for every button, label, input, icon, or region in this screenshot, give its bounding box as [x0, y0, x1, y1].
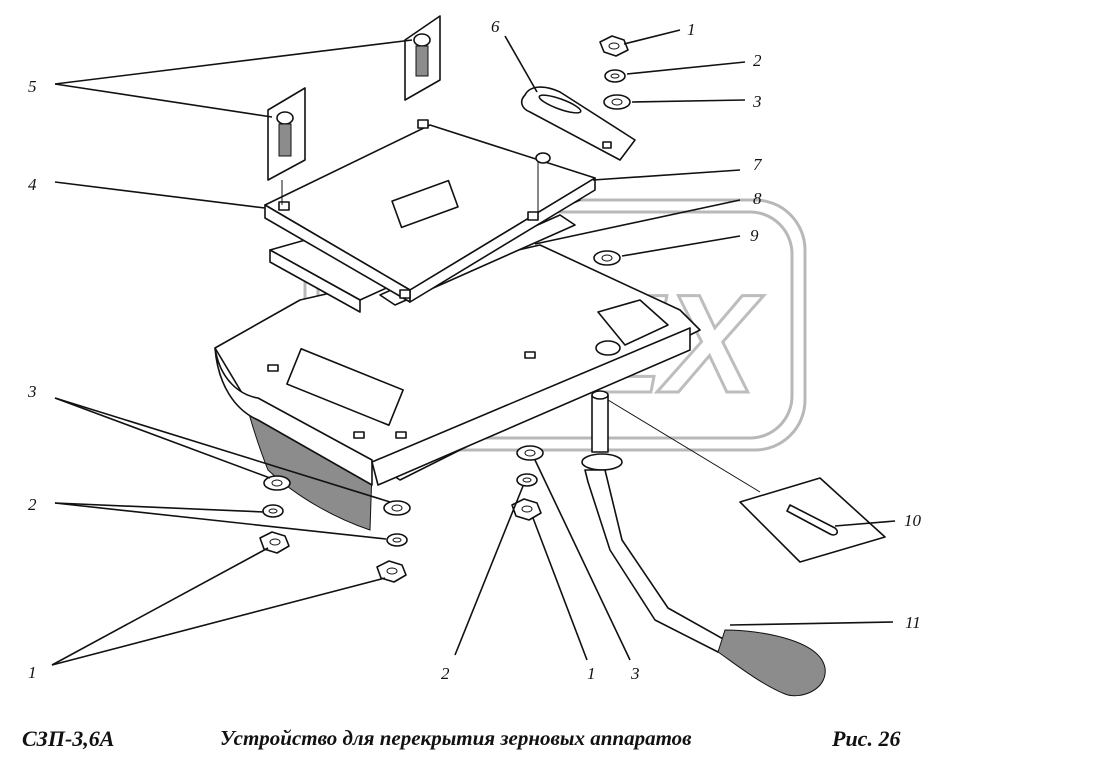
cover-base-part	[214, 244, 701, 531]
callout-11: 11	[905, 613, 921, 632]
figure-title: Устройство для перекрытия зерновых аппар…	[220, 726, 692, 750]
slide-plate-part	[264, 119, 596, 303]
callout-2-left: 2	[28, 495, 37, 514]
nut-bottom	[511, 498, 542, 521]
callout-3-bottom: 3	[630, 664, 640, 683]
nut-left-b	[376, 560, 407, 583]
model-caption: СЗП-3,6А	[22, 726, 115, 751]
callout-3-left: 3	[27, 382, 37, 401]
callout-9: 9	[750, 226, 759, 245]
washer-bottom	[516, 445, 544, 461]
leader-lines	[51, 29, 896, 666]
nut-top	[599, 35, 629, 57]
callout-1-left: 1	[28, 663, 37, 682]
callout-5: 5	[28, 77, 37, 96]
bolt-inset-left	[267, 87, 306, 181]
callout-10: 10	[904, 511, 922, 530]
lever-handle-part	[581, 390, 826, 697]
washer-left-a	[263, 475, 291, 491]
lock-washer-bottom	[516, 473, 538, 487]
callout-6: 6	[491, 17, 500, 36]
split-pin-inset	[607, 399, 886, 563]
strap-part	[520, 86, 636, 161]
callout-8: 8	[753, 189, 762, 208]
washer-left-b	[383, 500, 411, 516]
washer-part-9	[593, 250, 621, 266]
callout-1-top: 1	[687, 20, 696, 39]
callout-4: 4	[28, 175, 37, 194]
bolt-inset-right	[404, 15, 441, 101]
callout-1-bottom: 1	[587, 664, 596, 683]
washer-top	[603, 94, 631, 110]
lock-washer-left-a	[262, 504, 284, 518]
callout-2-bottom: 2	[441, 664, 450, 683]
callout-labels: 1 2 3 4 5 6 7 8 9 10 11 3 2 1 2 1 3	[27, 17, 922, 683]
callout-3-top: 3	[752, 92, 762, 111]
lock-washer-left-b	[386, 533, 408, 547]
pin-part	[535, 152, 551, 164]
lock-washer-top	[604, 69, 626, 83]
figure-number: Рис. 26	[832, 726, 901, 751]
callout-7: 7	[753, 155, 763, 174]
callout-2-top: 2	[753, 51, 762, 70]
